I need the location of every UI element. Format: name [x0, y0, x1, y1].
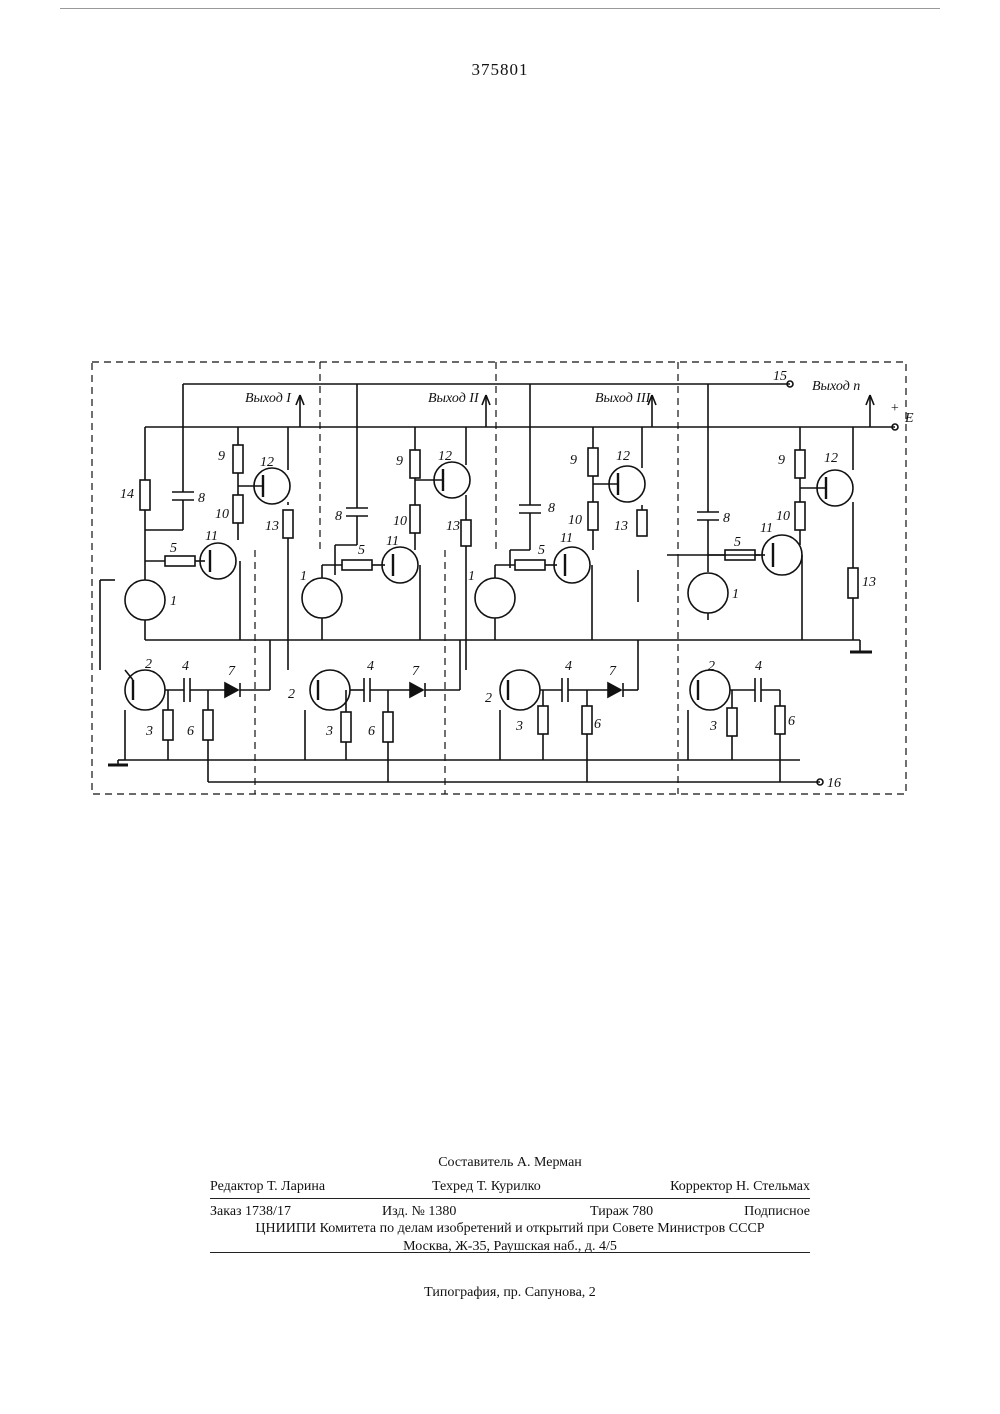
label-4-m3: 4 [565, 659, 572, 674]
patent-number: 375801 [0, 60, 1000, 80]
output-label-1: Выход I [245, 391, 292, 406]
label-7-m1: 7 [228, 664, 236, 679]
label-bus-15: 15 [773, 369, 787, 384]
label-6-mn: 6 [788, 714, 795, 729]
label-8-mn: 8 [723, 511, 730, 526]
label-13-m2: 13 [446, 519, 460, 534]
label-12-m2: 12 [438, 449, 452, 464]
label-1-m2: 1 [300, 569, 307, 584]
label-9-m2: 9 [396, 454, 403, 469]
label-7-m2: 7 [412, 664, 420, 679]
label-8-m3: 8 [548, 501, 555, 516]
label-10-m2: 10 [393, 514, 407, 529]
label-5-m3: 5 [538, 543, 545, 558]
imprint-rule-1 [210, 1198, 810, 1199]
label-2-mn: 2 [708, 659, 715, 674]
label-5-m2: 5 [358, 543, 365, 558]
label-supply-e: E [904, 411, 914, 426]
label-5-m1: 5 [170, 541, 177, 556]
label-9-m3: 9 [570, 453, 577, 468]
label-13-m1: 13 [265, 519, 279, 534]
label-4-mn: 4 [755, 659, 762, 674]
label-11-mn: 11 [760, 521, 773, 536]
label-6-m3: 6 [594, 717, 601, 732]
label-6-m2: 6 [368, 724, 375, 739]
label-10-m1: 10 [215, 507, 229, 522]
label-8-m1: 8 [198, 491, 205, 506]
label-13-m3: 13 [614, 519, 628, 534]
label-3-m2: 3 [325, 724, 333, 739]
printing-house: Типография, пр. Сапунова, 2 [210, 1285, 810, 1301]
label-5-mn: 5 [734, 535, 741, 550]
label-7-m3: 7 [609, 664, 617, 679]
component-labels: 14 8 5 11 1 9 10 12 13 Выход I 2 3 4 6 7… [120, 369, 914, 791]
print-run: Тираж 780 [590, 1204, 653, 1220]
label-1-m1: 1 [170, 594, 177, 609]
label-12-m3: 12 [616, 449, 630, 464]
organization: ЦНИИПИ Комитета по делам изобретений и о… [210, 1221, 810, 1237]
label-11-m3: 11 [560, 531, 573, 546]
label-2-m3: 2 [485, 691, 492, 706]
label-supply-plus: + [890, 401, 899, 416]
label-4-m1: 4 [182, 659, 189, 674]
label-2-m1: 2 [145, 657, 152, 672]
label-11-m2: 11 [386, 534, 399, 549]
label-3-m1: 3 [145, 724, 153, 739]
label-10-m3: 10 [568, 513, 582, 528]
label-1-m3: 1 [468, 569, 475, 584]
circuit-schematic: 14 8 5 11 1 9 10 12 13 Выход I 2 3 4 6 7… [60, 340, 920, 810]
output-label-3: Выход III [595, 391, 652, 406]
subscription: Подписное [744, 1204, 810, 1220]
techred: Техред Т. Курилко [432, 1179, 541, 1195]
label-2-m2: 2 [288, 687, 295, 702]
label-8-m2: 8 [335, 509, 342, 524]
compiler-line: Составитель А. Мерман [210, 1155, 810, 1171]
label-10-mn: 10 [776, 509, 790, 524]
label-14: 14 [120, 487, 134, 502]
corrector: Корректор Н. Стельмах [670, 1179, 810, 1195]
label-9-mn: 9 [778, 453, 785, 468]
label-1-mn: 1 [732, 587, 739, 602]
label-bus-16: 16 [827, 776, 841, 791]
editor: Редактор Т. Ларина [210, 1179, 325, 1195]
label-4-m2: 4 [367, 659, 374, 674]
label-11-m1: 11 [205, 529, 218, 544]
top-border-line [60, 8, 940, 9]
label-9-m1: 9 [218, 449, 225, 464]
staff-line: Редактор Т. Ларина Техред Т. Курилко Кор… [210, 1179, 810, 1199]
label-12-m1: 12 [260, 455, 274, 470]
output-label-2: Выход II [428, 391, 480, 406]
label-3-mn: 3 [709, 719, 717, 734]
label-3-m3: 3 [515, 719, 523, 734]
label-12-mn: 12 [824, 451, 838, 466]
output-label-n: Выход n [812, 379, 860, 394]
label-13-mn: 13 [862, 575, 876, 590]
edition: Изд. № 1380 [382, 1204, 456, 1220]
imprint-rule-2 [210, 1252, 810, 1253]
order: Заказ 1738/17 [210, 1204, 291, 1220]
label-6-m1: 6 [187, 724, 194, 739]
